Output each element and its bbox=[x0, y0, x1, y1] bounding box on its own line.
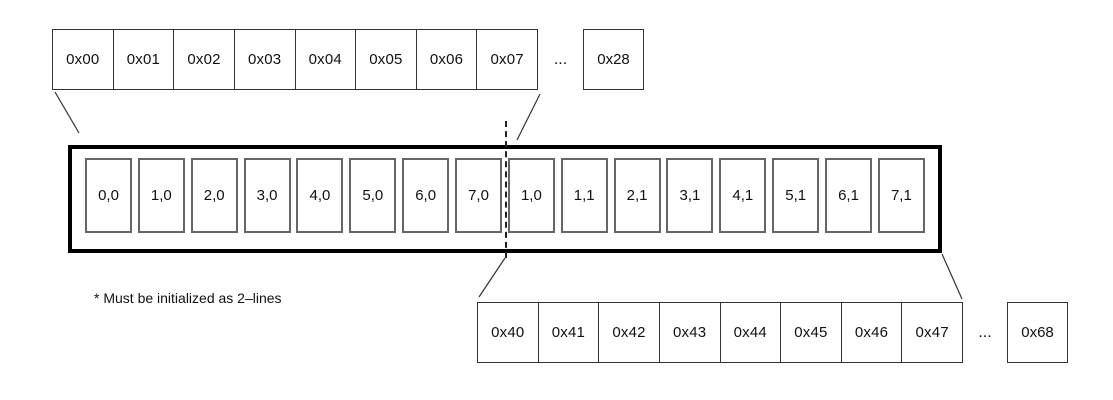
bottom-address-cell: 0x44 bbox=[719, 302, 782, 363]
bottom-address-cell: 0x41 bbox=[537, 302, 600, 363]
top-address-cell: 0x01 bbox=[112, 29, 175, 90]
buffer-cell: 5,0 bbox=[349, 158, 397, 233]
line-separator-dashed bbox=[505, 121, 507, 258]
footnote-text: * Must be initialized as 2–lines bbox=[94, 290, 282, 306]
top-address-cell: 0x00 bbox=[52, 29, 114, 90]
buffer-cell: 4,0 bbox=[296, 158, 344, 233]
top-address-cell: 0x04 bbox=[294, 29, 357, 90]
buffer-cell: 0,0 bbox=[85, 158, 132, 233]
bottom-address-cell: 0x45 bbox=[780, 302, 842, 363]
buffer-cell: 3,1 bbox=[666, 158, 714, 233]
connector-bottom-right-line bbox=[941, 253, 963, 300]
top-ellipsis: ... bbox=[553, 50, 568, 68]
bottom-address-cell: 0x43 bbox=[658, 302, 721, 363]
bottom-address-cell: 0x46 bbox=[840, 302, 903, 363]
buffer-cell: 7,1 bbox=[877, 158, 925, 233]
top-address-cell: 0x03 bbox=[233, 29, 296, 90]
buffer-cell: 1,0 bbox=[137, 158, 185, 233]
buffer-cell: 6,0 bbox=[402, 158, 450, 233]
buffer-cell: 2,0 bbox=[190, 158, 238, 233]
top-extra-address-cell: 0x28 bbox=[583, 29, 644, 90]
top-address-cell: 0x02 bbox=[173, 29, 235, 90]
buffer-cell: 2,1 bbox=[613, 158, 661, 233]
top-address-cell: 0x05 bbox=[355, 29, 417, 90]
bottom-address-cell: 0x47 bbox=[901, 302, 963, 363]
bottom-address-cell: 0x42 bbox=[598, 302, 660, 363]
top-address-cell: 0x07 bbox=[476, 29, 538, 90]
bottom-address-cell: 0x40 bbox=[477, 302, 539, 363]
buffer-cell: 6,1 bbox=[825, 158, 873, 233]
connector-top-right-line bbox=[516, 93, 541, 141]
connector-bottom-left-line bbox=[478, 257, 506, 298]
connector-top-left-line bbox=[54, 91, 80, 134]
buffer-cell: 3,0 bbox=[243, 158, 291, 233]
bottom-extra-address-cell: 0x68 bbox=[1007, 302, 1068, 363]
buffer-cell: 5,1 bbox=[772, 158, 820, 233]
buffer-cell: 1,0 bbox=[507, 158, 555, 233]
top-address-cell: 0x06 bbox=[415, 29, 478, 90]
buffer-cell: 4,1 bbox=[719, 158, 767, 233]
buffer-cell: 7,0 bbox=[455, 158, 503, 233]
bottom-ellipsis: ... bbox=[978, 323, 992, 341]
buffer-cell: 1,1 bbox=[560, 158, 608, 233]
